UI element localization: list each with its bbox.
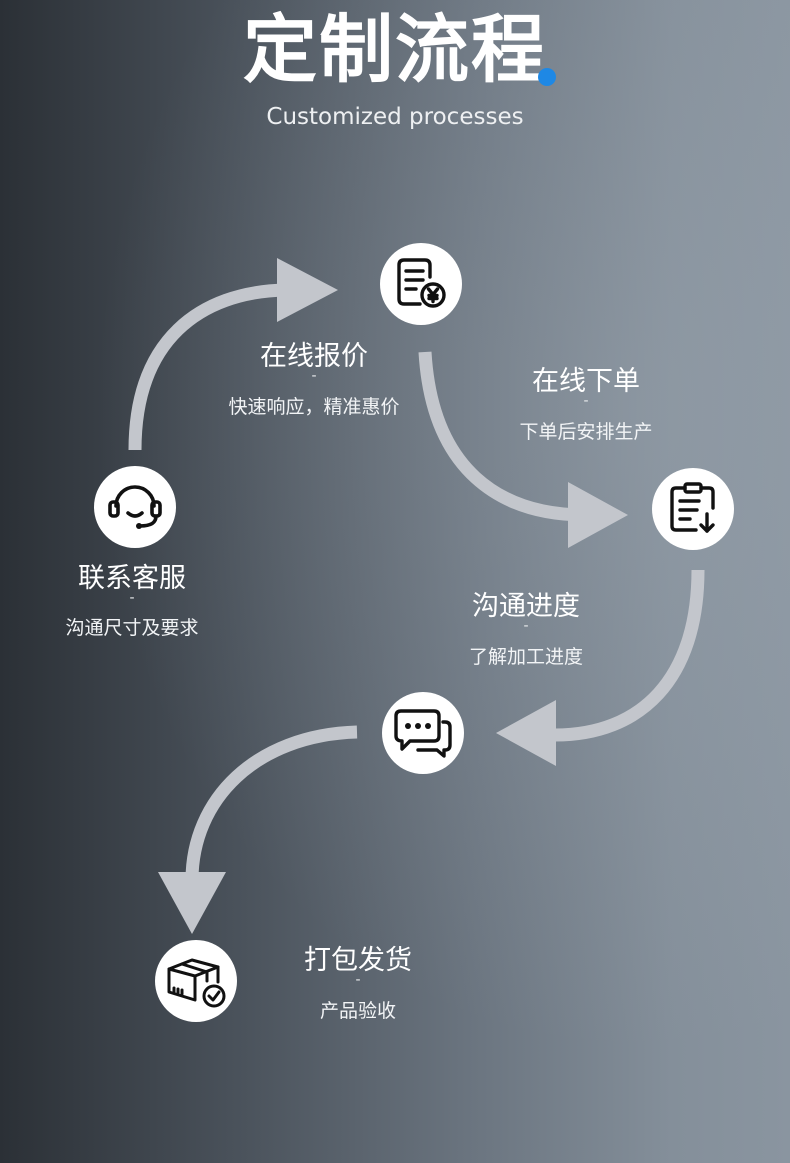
step-quote-title: 在线报价 — [260, 341, 368, 372]
title-accent-dot — [538, 68, 556, 86]
step-order-dash: - — [583, 393, 589, 409]
step-quote-desc: 快速响应，精准惠价 — [228, 396, 400, 418]
step-contact-circle — [94, 466, 176, 548]
clipboard-download-icon — [670, 482, 715, 533]
arrowhead-ship — [158, 872, 226, 934]
step-order-circle — [652, 468, 734, 550]
step-ship-dash: - — [355, 972, 361, 988]
step-ship-circle — [155, 940, 237, 1022]
arrow-progress-to-ship — [185, 725, 358, 881]
step-contact-title: 联系客服 — [78, 563, 186, 594]
step-progress-circle — [382, 692, 464, 774]
step-quote-dash: - — [311, 368, 317, 384]
arrow-order-to-progress — [554, 569, 705, 742]
step-order-desc: 下单后安排生产 — [519, 421, 653, 443]
headset-icon — [108, 485, 162, 529]
step-ship-title: 打包发货 — [304, 945, 412, 976]
arrowhead-quote — [277, 258, 338, 322]
package-check-icon — [167, 958, 226, 1008]
arrowhead-progress — [496, 700, 556, 766]
quote-document-yen-icon — [397, 258, 446, 308]
arrow-quote-to-order — [418, 351, 586, 522]
step-progress-title: 沟通进度 — [472, 591, 580, 622]
step-quote-circle — [380, 243, 462, 325]
step-order-title: 在线下单 — [532, 366, 640, 397]
step-contact-desc: 沟通尺寸及要求 — [65, 617, 199, 639]
chat-bubbles-icon — [394, 709, 452, 758]
step-progress-dash: - — [523, 618, 529, 634]
step-contact-dash: - — [129, 590, 135, 606]
arrow-contact-to-quote — [128, 283, 286, 451]
step-progress-desc: 了解加工进度 — [468, 646, 583, 668]
arrowhead-order — [568, 482, 628, 548]
page-title: 定制流程 — [243, 7, 547, 93]
step-ship-desc: 产品验收 — [319, 1000, 396, 1022]
page-subtitle: Customized processes — [266, 104, 524, 130]
